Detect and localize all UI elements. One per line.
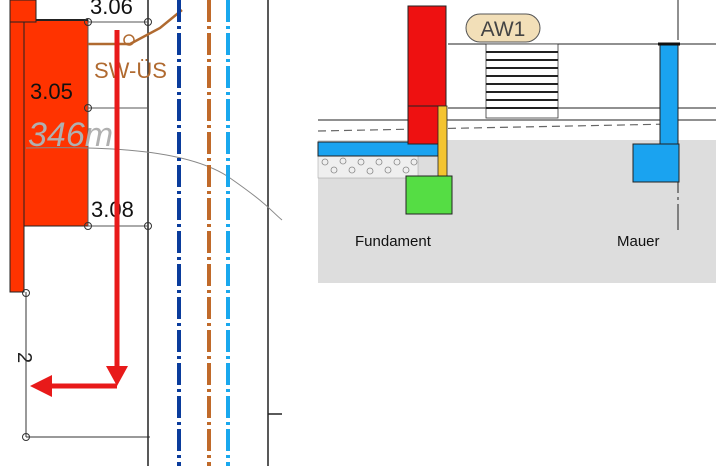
- sewer-manhole: [123, 34, 135, 46]
- survey-point: [144, 18, 152, 26]
- survey-point: [84, 222, 92, 230]
- contour-line: [25, 147, 283, 221]
- survey-point: [84, 18, 92, 26]
- survey-point: [22, 289, 30, 297]
- blue-wall-footing: [632, 143, 680, 183]
- section-detail: AW1 Fundament Mauer: [317, 0, 716, 283]
- gravel-pattern: [321, 157, 418, 175]
- building-top-notch: [9, 0, 37, 23]
- aw1-tag-label: AW1: [481, 18, 526, 41]
- survey-point: [144, 222, 152, 230]
- red-arrow-head-left: [30, 375, 52, 397]
- aw1-tag: [465, 13, 541, 43]
- blue-wall: [659, 43, 679, 147]
- elevation-label: 346m: [28, 116, 113, 154]
- site-plan: 346m 3.06 3.05 3.08 SW-ÜS 2: [9, 0, 283, 466]
- grade-dashed-line: [317, 123, 673, 132]
- red-arrow-head-down: [106, 366, 128, 386]
- point-label-308: 3.08: [91, 197, 134, 222]
- sewer-pipe: [88, 9, 183, 46]
- survey-point: [84, 104, 92, 112]
- survey-point: [22, 433, 30, 441]
- green-foundation: [405, 175, 453, 215]
- insulation-strip: [437, 105, 448, 177]
- side-label: 2: [13, 352, 35, 363]
- point-label-box: [88, 0, 146, 18]
- point-label-306: 3.06: [90, 0, 133, 19]
- stair-element: [485, 43, 559, 119]
- wall-label: Mauer: [617, 233, 660, 250]
- point-label-305: 3.05: [30, 79, 73, 104]
- pipe-label: SW-ÜS: [94, 58, 167, 83]
- building-wing: [9, 19, 25, 293]
- foundation-label: Fundament: [355, 233, 432, 250]
